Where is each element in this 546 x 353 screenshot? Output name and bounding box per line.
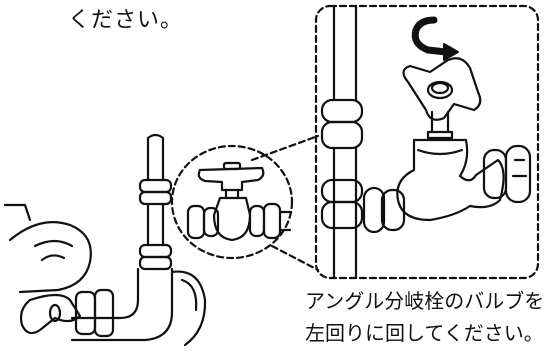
angle-valve-overview	[3, 133, 207, 347]
counterclockwise-arrow-icon	[411, 16, 459, 61]
instruction-text-top: ください。	[68, 8, 184, 33]
valve-handle-icon	[402, 57, 482, 121]
zoom-box	[314, 4, 540, 280]
zoom-circle	[170, 144, 294, 260]
instruction-caption: アングル分岐栓のバルブを 左回りに回してください。	[305, 285, 544, 349]
caption-line-1: アングル分岐栓のバルブを	[305, 289, 545, 313]
caption-line-2: 左回りに回してください。	[305, 321, 544, 345]
